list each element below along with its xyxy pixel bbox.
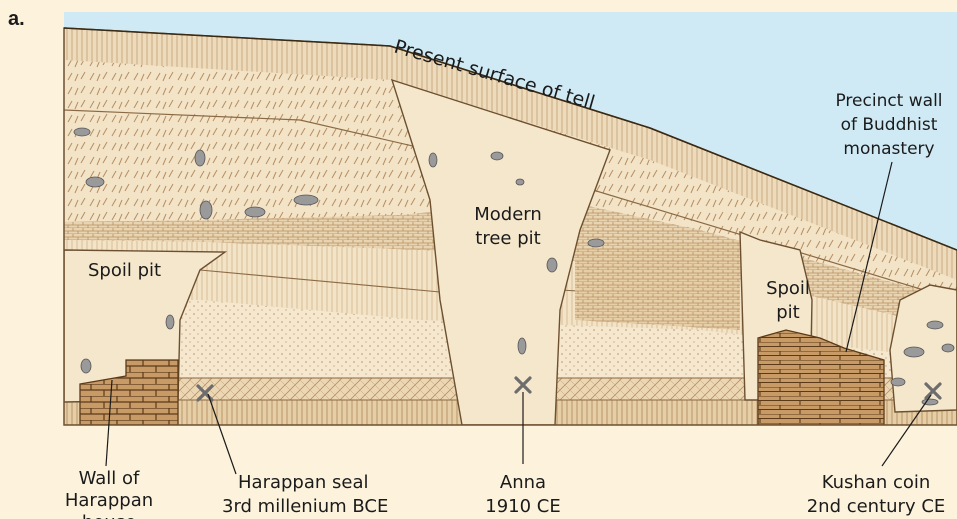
modern-pit-label-line2: tree pit <box>475 228 540 249</box>
precinct-label-line3: monastery <box>843 139 934 159</box>
spoil-pit-left-label: Spoil pit <box>88 260 161 281</box>
spoil-pit-right-label-line1: Spoil <box>766 278 810 299</box>
seal-label-line1: Harappan seal <box>238 472 369 493</box>
kushan-label-line2: 2nd century CE <box>807 496 946 517</box>
seal-label-line2: 3rd millenium BCE <box>222 496 388 517</box>
kushan-label-line1: Kushan coin <box>822 472 931 493</box>
wall-label-line1: Wall of <box>79 468 140 489</box>
anna-label-line1: Anna <box>500 472 546 493</box>
spoil-pit-right-label-line2: pit <box>776 302 799 323</box>
wall-label-line2: Harappan <box>65 490 153 511</box>
anna-label-line2: 1910 CE <box>485 496 560 517</box>
wall-label-line3: house <box>82 512 136 519</box>
precinct-label-line1: Precinct wall <box>835 91 942 111</box>
modern-pit-label-line1: Modern <box>474 204 542 225</box>
precinct-label-line2: of Buddhist <box>841 115 938 135</box>
